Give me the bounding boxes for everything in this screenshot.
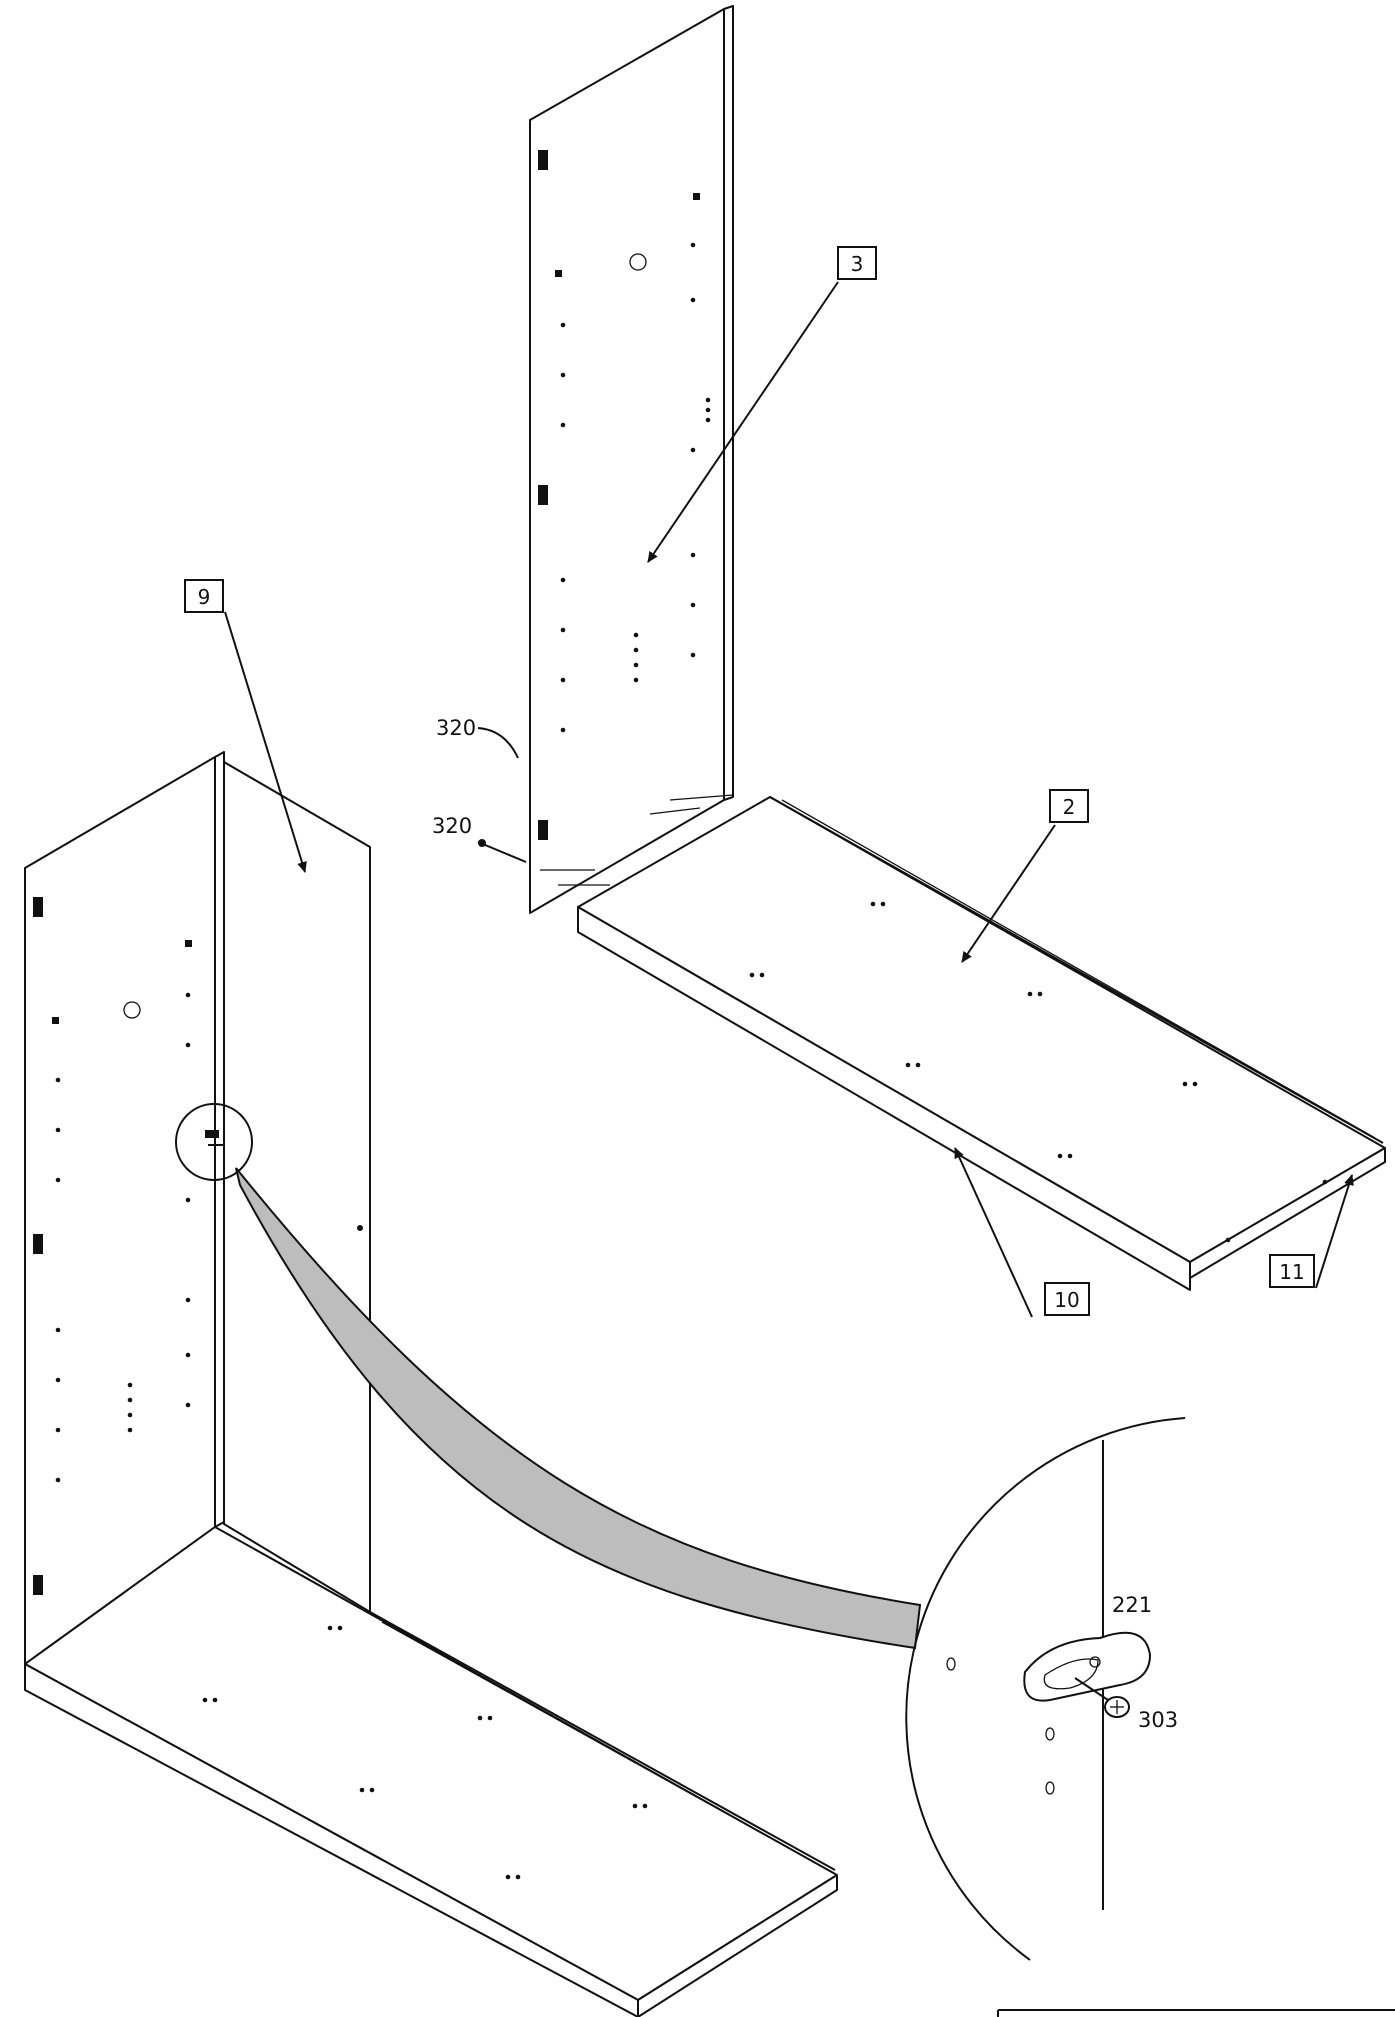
callout-3: 3 [647, 246, 877, 563]
bottom-front-rail [24, 1663, 639, 2017]
callout-9-label: 9 [198, 585, 211, 609]
shelf-front-rail-10 [577, 906, 1191, 1291]
shelf-holes [749, 901, 1328, 1243]
panel-3-hardware [538, 150, 711, 840]
callout-3-label: 3 [851, 252, 864, 276]
shelf-panel-2 [577, 796, 1386, 1263]
part-320-label-b: 320 [432, 814, 472, 838]
detail-circle-arc [905, 1417, 1186, 1961]
part-320-label-a: 320 [436, 716, 476, 740]
side-panel-3 [529, 8, 725, 914]
callout-11: 11 [1269, 1174, 1354, 1289]
shelf-support-221 [1023, 1631, 1151, 1702]
hole-dots [55, 992, 648, 1880]
exploded-shelf [577, 796, 1386, 1291]
hinge-marks [33, 897, 192, 1595]
magnified-detail: 221 303 [905, 1417, 1186, 1961]
part-320-lower: 320 [432, 814, 527, 863]
part-320-upper: 320 [436, 716, 519, 759]
dowel-guides [540, 794, 734, 886]
exploded-side-panel [529, 5, 734, 914]
callout-11-label: 11 [1279, 1260, 1304, 1284]
part-221-label: 221 [1112, 1593, 1152, 1617]
callout-10: 10 [954, 1147, 1090, 1318]
callout-9: 9 [184, 579, 307, 873]
callout-10-label: 10 [1054, 1288, 1079, 1312]
callout-2-label: 2 [1063, 795, 1076, 819]
side-panel-edge [214, 751, 225, 1528]
detail-source-circle [175, 1103, 253, 1181]
assembled-cabinet [24, 751, 838, 2017]
screw-303 [1074, 1677, 1130, 1718]
part-303-label: 303 [1138, 1708, 1178, 1732]
cabinet-side-panel [24, 756, 216, 1665]
callout-2: 2 [961, 789, 1089, 963]
